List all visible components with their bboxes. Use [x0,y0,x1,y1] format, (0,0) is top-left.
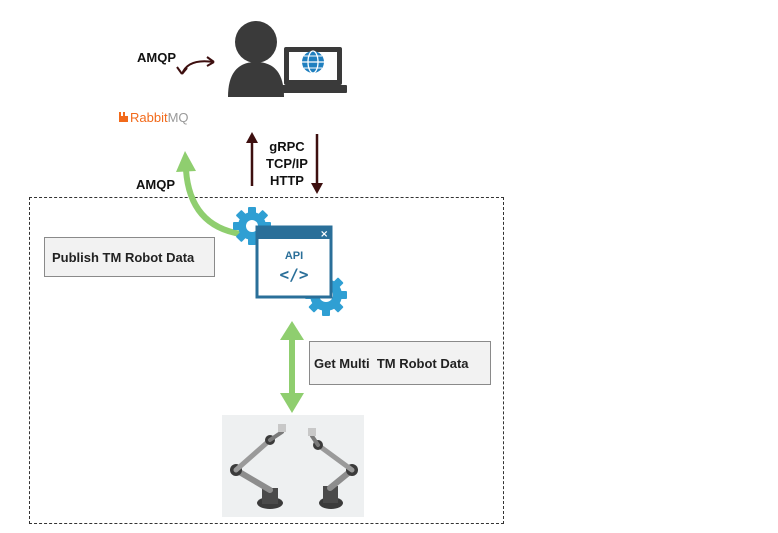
monitor-globe-icon [279,47,347,93]
svg-text:×: × [320,229,328,240]
user-icon [228,21,284,97]
green-publish-arrow [176,151,244,237]
amqp-curved-arrow [176,56,215,75]
rabbitmq-icon [119,112,128,122]
protocol-http: HTTP [270,173,304,188]
rabbitmq-suffix: MQ [167,109,189,125]
protocol-grpc: gRPC [269,139,305,154]
protocol-labels: gRPC TCP/IP HTTP [262,138,312,189]
system-boundary [29,197,504,524]
api-window-code: </> [279,265,309,284]
green-double-arrow [280,321,304,413]
rabbitmq-prefix: Rabbit [130,109,168,125]
down-dark-arrow [311,134,323,194]
get-multi-robot-data-box: Get Multi TM Robot Data [309,341,491,385]
robot-arm-icon [222,415,364,517]
amqp-left-label: AMQP [136,177,175,192]
up-dark-arrow [246,132,258,186]
get-multi-robot-data-label: Get Multi TM Robot Data [314,355,469,371]
publish-robot-data-box: Publish TM Robot Data [44,237,215,277]
amqp-top-label: AMQP [137,50,176,65]
publish-robot-data-label: Publish TM Robot Data [52,249,195,265]
protocol-tcpip: TCP/IP [266,156,308,171]
api-window-title: API [284,250,304,262]
api-window-icon: × [255,225,333,299]
